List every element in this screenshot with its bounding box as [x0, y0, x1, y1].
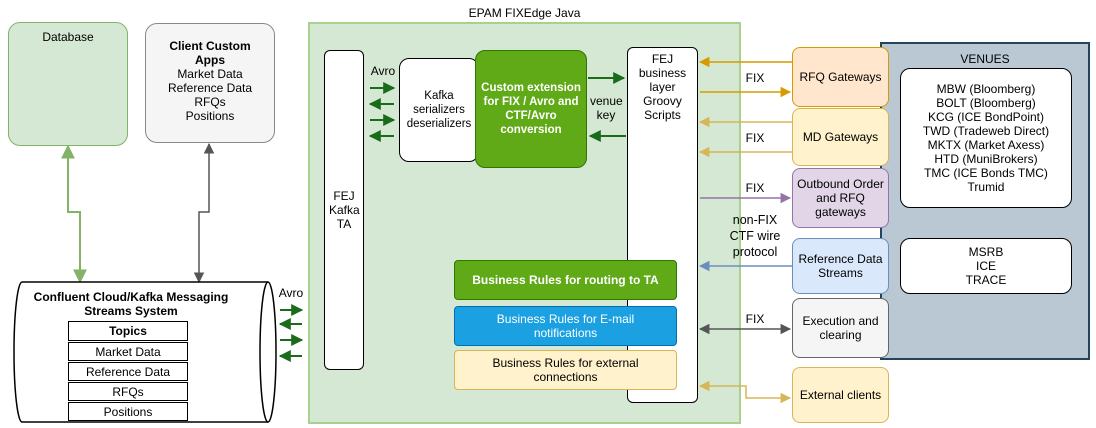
client-apps-item: RFQs	[194, 95, 226, 109]
fix-rfq-label: FIX	[745, 71, 765, 85]
fix-exec-label: FIX	[745, 312, 765, 326]
client-apps-item: Reference Data	[167, 81, 253, 95]
venue-item: TMC (ICE Bonds TMC)	[924, 166, 1048, 180]
topic-item-label: Positions	[103, 404, 153, 419]
md-gateways-node: MD Gateways	[792, 108, 889, 166]
venue-item: MBW (Bloomberg)	[936, 82, 1036, 96]
rule-external: Business Rules for external connections	[454, 350, 677, 390]
refdata-streams-label: Reference Data Streams	[798, 252, 883, 280]
topic-item: Market Data	[68, 342, 188, 361]
rule-email: Business Rules for E-mail notifications	[454, 306, 677, 346]
custom-extension-label: Custom extension for FIX / Avro and CTF/…	[481, 82, 581, 136]
outbound-gateways-node: Outbound Order and RFQ gateways	[792, 168, 889, 228]
venues-title: VENUES	[960, 52, 1010, 66]
topic-item-label: Reference Data	[85, 364, 171, 379]
outbound-gateways-label: Outbound Order and RFQ gateways	[797, 177, 884, 219]
venue-key-label: venue key	[590, 94, 623, 122]
topic-item: Reference Data	[68, 362, 188, 381]
rfq-gateways-label: RFQ Gateways	[799, 70, 882, 84]
venues-group-1: MBW (Bloomberg) BOLT (Bloomberg) KCG (IC…	[900, 68, 1072, 208]
kafka-ta-label: FEJ Kafka TA	[329, 189, 360, 231]
venue-item: HTD (MuniBrokers)	[934, 152, 1038, 166]
client-apps-title: Client Custom Apps	[169, 39, 251, 67]
md-gateways-label: MD Gateways	[802, 130, 879, 144]
venue-item: ICE	[975, 259, 996, 273]
rule-routing: Business Rules for routing to TA	[454, 260, 677, 300]
fej-title: EPAM FIXEdge Java	[468, 6, 581, 20]
refdata-streams-node: Reference Data Streams	[792, 238, 889, 294]
rule-email-label: Business Rules for E-mail notifications	[496, 312, 635, 340]
rfq-gateways-node: RFQ Gateways	[792, 47, 889, 107]
fix-md-label: FIX	[745, 131, 765, 145]
venue-item: MKTX (Market Axess)	[927, 138, 1045, 152]
edge-database-confluent	[61, 144, 87, 284]
database-label: Database	[42, 30, 94, 44]
serializers-node: Kafka serializers deserializers	[399, 58, 479, 162]
topic-item-label: Market Data	[95, 344, 161, 359]
topic-item: RFQs	[68, 382, 188, 401]
avro-inner-label: Avro	[370, 64, 396, 78]
database-node	[8, 22, 128, 146]
nonfix-label: non-FIX CTF wire protocol	[729, 213, 781, 259]
edge-clientapps-confluent	[193, 142, 215, 284]
client-apps-item: Market Data	[177, 67, 243, 81]
confluent-title: Confluent Cloud/Kafka Messaging Streams …	[33, 290, 229, 318]
business-layer-label: FEJ business layer Groovy Scripts	[638, 52, 687, 122]
topic-item: Positions	[68, 402, 188, 421]
external-clients-label: External clients	[799, 388, 882, 402]
rule-routing-label: Business Rules for routing to TA	[472, 273, 659, 287]
venue-item: TWD (Tradeweb Direct)	[922, 124, 1050, 138]
rule-external-label: Business Rules for external connections	[492, 356, 639, 384]
fix-outbound-label: FIX	[745, 181, 765, 195]
client-apps-item: Positions	[185, 109, 235, 123]
venue-item: Trumid	[967, 180, 1005, 194]
custom-extension-node: Custom extension for FIX / Avro and CTF/…	[475, 50, 587, 168]
topic-item-label: RFQs	[112, 384, 144, 399]
client-apps-node: Client Custom Apps Market Data Reference…	[145, 23, 275, 143]
kafka-ta-node: FEJ Kafka TA	[324, 50, 364, 370]
topics-header: Topics	[68, 321, 188, 341]
venue-item: TRACE	[965, 273, 1007, 287]
topics-header-label: Topics	[109, 324, 147, 338]
edge-external-clients	[698, 380, 792, 404]
execution-clearing-label: Execution and clearing	[802, 314, 879, 342]
venue-item: KCG (ICE BondPoint)	[927, 110, 1045, 124]
serializers-label: Kafka serializers deserializers	[406, 90, 472, 130]
venues-group-2: MSRB ICE TRACE	[900, 238, 1072, 294]
avro-left-label: Avro	[278, 286, 304, 300]
venue-item: BOLT (Bloomberg)	[936, 96, 1036, 110]
venue-item: MSRB	[968, 245, 1004, 259]
execution-clearing-node: Execution and clearing	[792, 298, 889, 358]
external-clients-node: External clients	[792, 367, 889, 423]
